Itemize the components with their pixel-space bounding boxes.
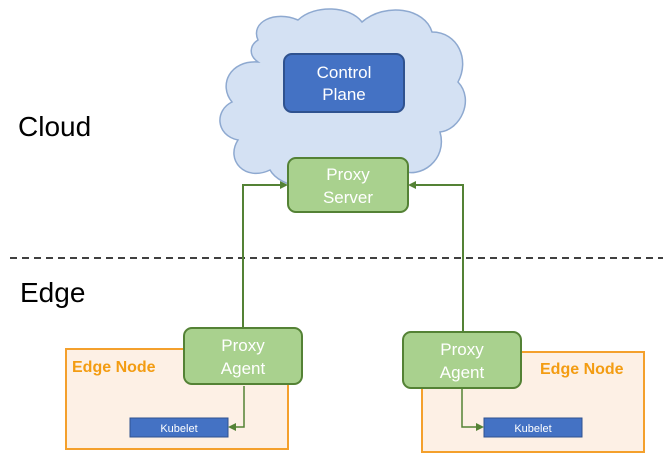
proxy-agent-left-label-line1: Proxy [221,336,265,355]
kubelet-right-box [483,417,583,438]
proxy-server-label-line2: Server [323,188,373,207]
proxy-server-label-line1: Proxy [326,165,370,184]
proxy-agent-right-label-line1: Proxy [440,340,484,359]
arrow-right-agent-to-server [408,181,464,332]
arrow-right-agent-to-kubelet [461,388,484,431]
proxy-agent-right-box: Proxy Agent [402,331,522,389]
kubelet-right-label: Kubelet [514,423,551,435]
proxy-server-box: Proxy Server [287,157,409,213]
proxy-agent-left-box: Proxy Agent [183,327,303,385]
control-plane-label-line1: Control [317,63,372,82]
arrow-left-agent-to-server [242,181,288,328]
edge-zone-label: Edge [20,277,85,308]
proxy-agent-left-label-line2: Agent [221,359,266,378]
kubelet-left-label: Kubelet [160,423,197,435]
edge-node-right-title: Edge Node [540,361,624,378]
control-plane-label-line2: Plane [322,85,365,104]
control-plane-box: Control Plane [283,53,405,113]
cloud-zone-label: Cloud [18,111,91,142]
edge-node-left-title: Edge Node [72,359,156,376]
arrow-left-agent-to-kubelet [228,386,245,431]
proxy-agent-right-label-line2: Agent [440,363,485,382]
